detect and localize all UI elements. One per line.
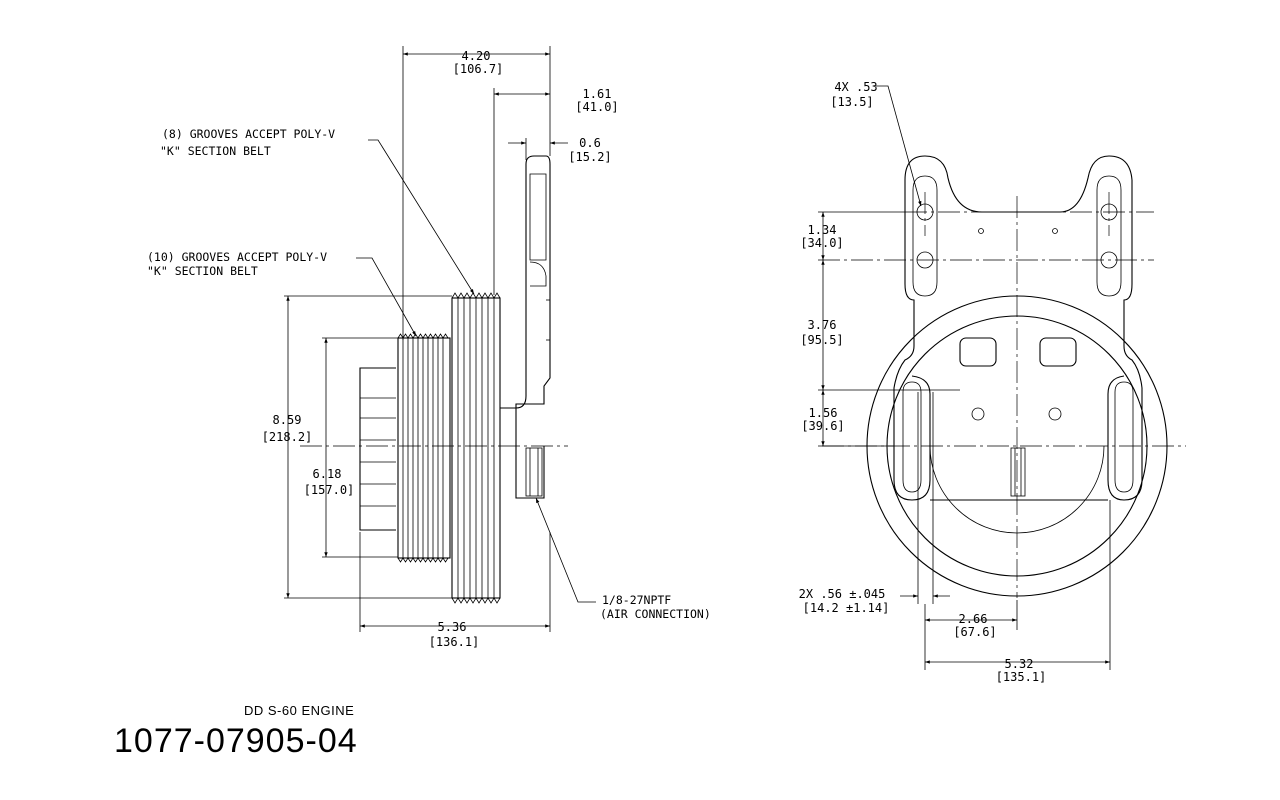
note-8-grooves-line1: (8) GROOVES ACCEPT POLY-V (162, 127, 335, 141)
dim-slot-spacing: 5.32 (1005, 657, 1034, 671)
dim-slot-width: 2X .56 ±.045 (799, 587, 886, 601)
dim-small-pulley-dia: 6.18 (313, 467, 342, 481)
dim-hole-spacing-top: 1.34 (808, 223, 837, 237)
dim-mount-holes-metric: [13.5] (830, 95, 873, 109)
small-pulley-grooves (397, 333, 449, 563)
dim-slot-to-centerline-metric: [67.6] (953, 625, 996, 639)
dim-slot-to-center: 1.56 (809, 406, 838, 420)
dim-flange-offset-metric: [41.0] (575, 100, 618, 114)
side-view: 4.20 [106.7] 1.61 [41.0] 0.6 [15.2] 8.59… (147, 46, 711, 649)
dim-hole-spacing-mid-metric: [95.5] (800, 333, 843, 347)
large-pulley-grooves (451, 292, 501, 604)
dim-body-length: 5.36 (438, 620, 467, 634)
dim-small-pulley-dia-metric: [157.0] (304, 483, 355, 497)
dim-body-length-metric: [136.1] (429, 635, 480, 649)
note-air-connection-line2: (AIR CONNECTION) (600, 607, 711, 621)
dim-hole-spacing-mid: 3.76 (808, 318, 837, 332)
note-10-grooves-line2: "K" SECTION BELT (147, 264, 258, 278)
dim-mount-holes: 4X .53 (834, 80, 877, 94)
note-air-connection-line1: 1/8-27NPTF (602, 593, 671, 607)
dim-overall-length: 4.20 (462, 49, 491, 63)
dim-hole-spacing-top-metric: [34.0] (800, 236, 843, 250)
front-view: 4X .53 [13.5] 1.34 [34.0] 3.76 [95.5] 1.… (799, 80, 1186, 684)
dim-slot-to-center-metric: [39.6] (801, 419, 844, 433)
dim-large-pulley-dia: 8.59 (273, 413, 302, 427)
part-number: 1077-07905-04 (114, 722, 358, 760)
dim-flange-thickness-metric: [15.2] (568, 150, 611, 164)
note-8-grooves-line2: "K" SECTION BELT (160, 144, 271, 158)
dim-slot-to-centerline: 2.66 (959, 612, 988, 626)
dim-large-pulley-dia-metric: [218.2] (262, 430, 313, 444)
engine-label: DD S-60 ENGINE (244, 703, 355, 718)
dim-slot-spacing-metric: [135.1] (996, 670, 1047, 684)
dim-slot-width-metric: [14.2 ±1.14] (803, 601, 890, 615)
dim-flange-thickness: 0.6 (579, 136, 601, 150)
note-10-grooves-line1: (10) GROOVES ACCEPT POLY-V (147, 250, 327, 264)
dim-overall-length-metric: [106.7] (453, 62, 504, 76)
dim-flange-offset: 1.61 (583, 87, 612, 101)
